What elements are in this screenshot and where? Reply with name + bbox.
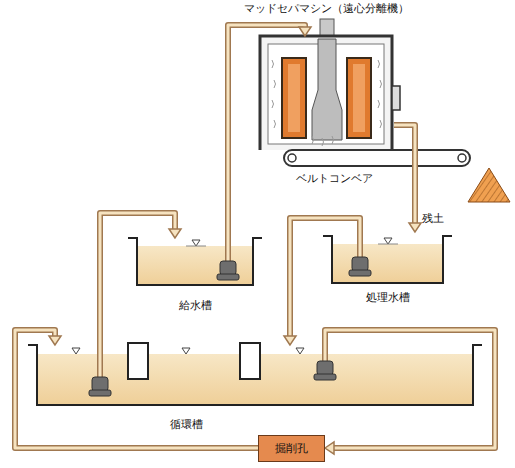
pipe-connector — [15, 330, 258, 448]
pumps — [89, 257, 371, 396]
machine-label-text: マッドセパマシン（遠心分離機） — [216, 2, 436, 15]
pipe-connector — [325, 330, 495, 454]
belt-conveyor — [284, 150, 470, 166]
tank-label-text: 循環槽 — [170, 418, 203, 431]
tank-label-text: 処理水槽 — [366, 291, 410, 304]
machine-label: マッドセパマシン（遠心分離機） — [258, 36, 394, 150]
process-box-text: 掘削孔 — [275, 442, 308, 455]
pipe-connector — [228, 25, 311, 238]
pump-pipes — [100, 232, 360, 378]
process-box: 掘削孔 — [258, 435, 325, 462]
pipe-connector — [284, 218, 360, 345]
tank-label: 給水槽 — [135, 238, 255, 312]
centrifuge — [260, 19, 400, 150]
tank-label: 処理水槽 — [330, 232, 445, 304]
circulation-tank — [28, 343, 482, 405]
tank-label-text: 給水槽 — [179, 299, 212, 312]
feed-tank — [128, 238, 262, 285]
conveyor-label: ベルトコンベア — [296, 172, 373, 185]
pipe-connector — [394, 125, 421, 232]
treated-water-tank — [323, 236, 452, 283]
soil-label: 残土 — [422, 212, 444, 225]
soil-pile — [468, 168, 510, 202]
pipe-connector — [100, 213, 181, 345]
tank-label: 循環槽 — [35, 345, 475, 431]
